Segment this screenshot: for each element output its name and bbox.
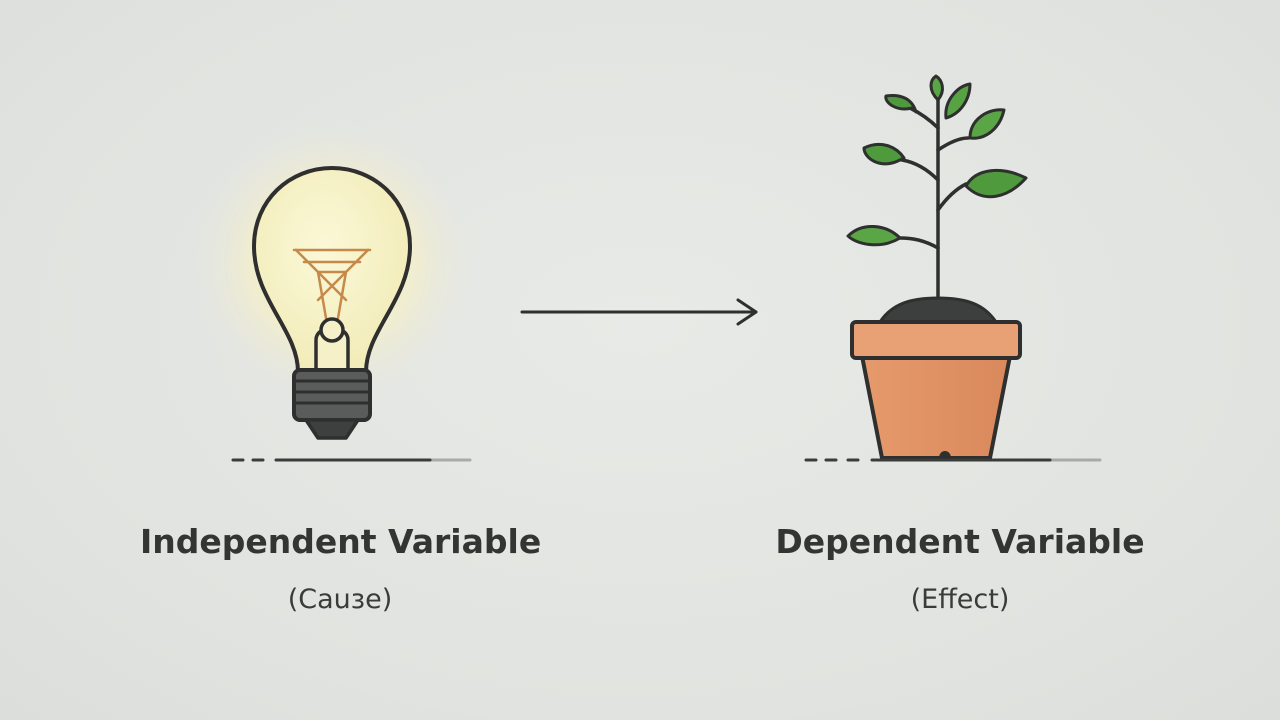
pot-body	[860, 354, 1012, 460]
independent-variable-subtitle: (Cauɜe)	[287, 584, 393, 615]
plant-soil	[877, 296, 999, 324]
bulb-base	[292, 368, 372, 440]
independent-variable-title: Independent Variable	[140, 522, 542, 561]
dependent-variable-title: Dependent Variable	[775, 522, 1145, 561]
potted-plant-icon	[846, 74, 1028, 460]
arrow-right-icon	[520, 298, 758, 326]
lightbulb-icon	[182, 112, 482, 440]
bulb-filament	[292, 248, 372, 320]
pot-rim	[850, 320, 1022, 360]
dependent-variable-subtitle: (Effect)	[910, 584, 1010, 615]
plant-leaves	[846, 74, 1028, 247]
bulb-glass	[252, 166, 412, 374]
